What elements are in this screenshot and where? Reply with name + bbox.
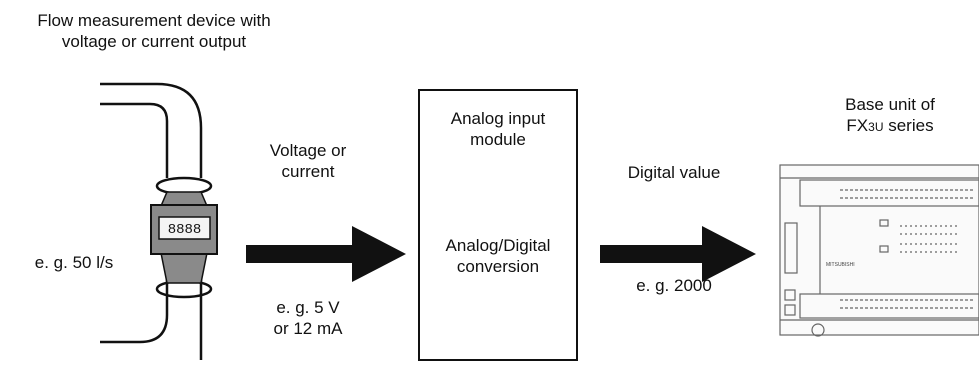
device-caption-line1: Flow measurement device with bbox=[37, 11, 271, 30]
module-title-line1: Analog input bbox=[450, 109, 546, 128]
digital-arrow bbox=[600, 226, 756, 282]
digital-label: Digital value bbox=[627, 163, 721, 182]
base-unit-prefix: FX bbox=[846, 116, 869, 135]
base-unit-line2: FX3U series bbox=[800, 115, 979, 138]
module-function: Analog/Digital conversion bbox=[420, 235, 576, 277]
signal-example: e. g. 5 V or 12 mA bbox=[258, 297, 358, 339]
digital-example: e. g. 2000 bbox=[636, 276, 712, 295]
base-unit-label: Base unit of FX3U series bbox=[800, 94, 979, 138]
plc-brand-label: MITSUBISHI bbox=[826, 262, 855, 268]
base-unit-sub: 3U bbox=[868, 120, 884, 134]
flow-meter-digits: 8888 bbox=[168, 222, 202, 238]
device-caption-line2: voltage or current output bbox=[61, 32, 247, 51]
module-function-line1: Analog/Digital bbox=[445, 236, 551, 255]
module-function-line2: conversion bbox=[456, 257, 540, 276]
device-caption: Flow measurement device with voltage or … bbox=[4, 10, 304, 52]
module-title-line2: module bbox=[470, 130, 526, 149]
signal-label-line1: Voltage or bbox=[269, 141, 347, 160]
flow-example: e. g. 50 l/s bbox=[34, 253, 114, 272]
signal-label: Voltage or current bbox=[258, 140, 358, 182]
signal-example-line2: or 12 mA bbox=[273, 319, 343, 338]
module-title: Analog input module bbox=[420, 108, 576, 150]
signal-arrow bbox=[246, 226, 406, 282]
analog-input-module bbox=[418, 89, 578, 361]
meter-taper-bottom bbox=[160, 252, 208, 284]
signal-label-line2: current bbox=[281, 162, 335, 181]
base-unit-line1: Base unit of bbox=[845, 95, 935, 114]
meter-taper-top bbox=[159, 191, 209, 207]
base-unit-suffix: series bbox=[883, 116, 934, 135]
flow-meter-display bbox=[158, 216, 211, 240]
signal-example-line1: e. g. 5 V bbox=[276, 298, 340, 317]
plc-base-unit bbox=[779, 164, 979, 337]
